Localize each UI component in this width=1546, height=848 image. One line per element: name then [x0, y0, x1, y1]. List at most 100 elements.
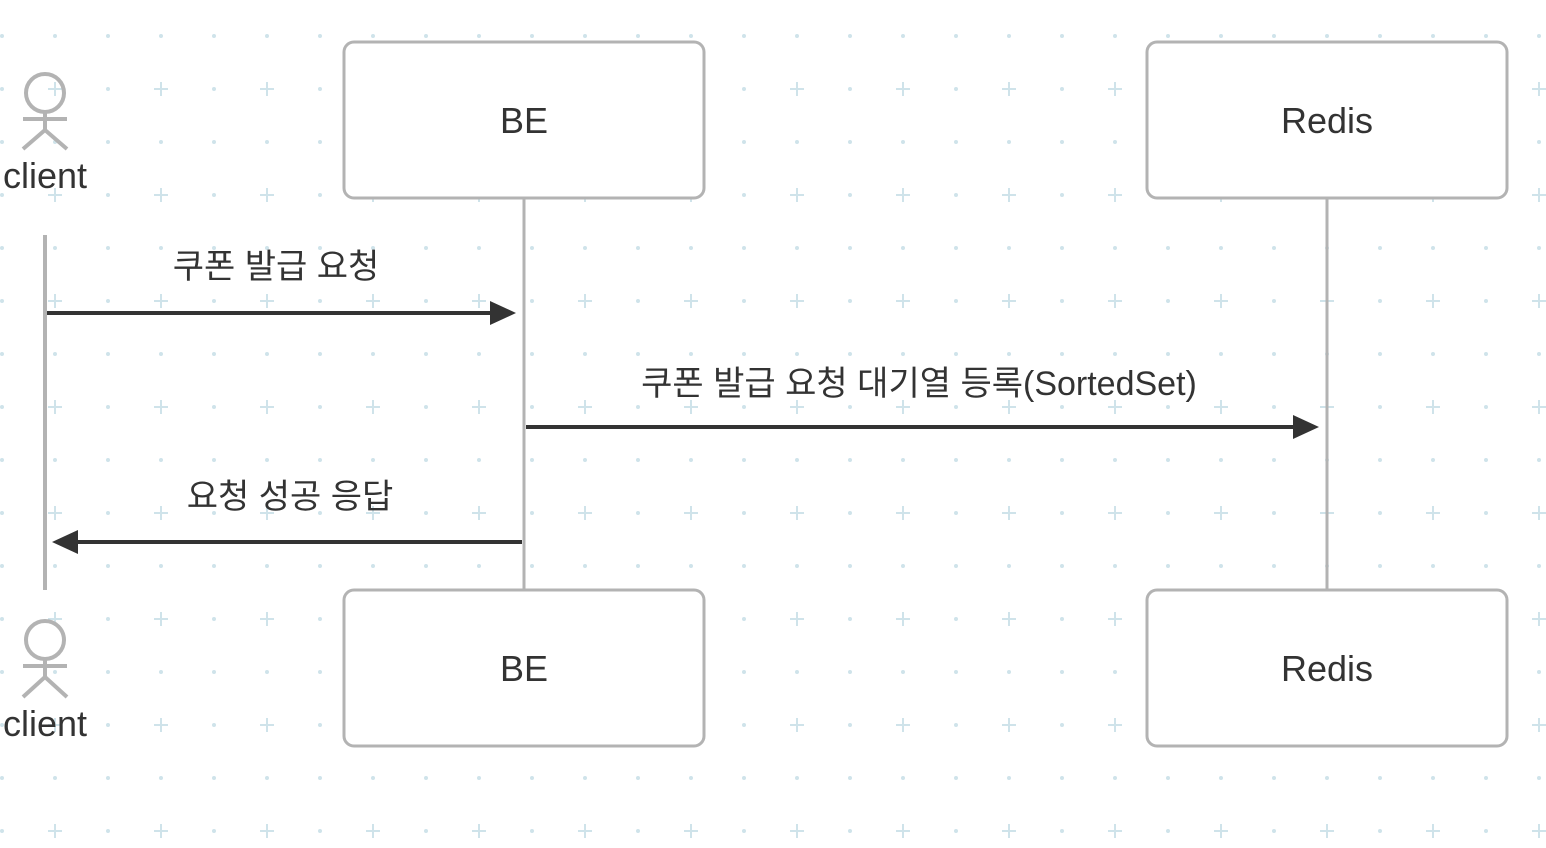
grid-dot — [1113, 458, 1117, 462]
participant-be-top[interactable]: BE — [342, 40, 706, 200]
grid-dot — [1484, 458, 1488, 462]
grid-dot — [0, 564, 4, 568]
participant-be-bottom-label: BE — [500, 648, 548, 689]
grid-dot — [106, 193, 110, 197]
grid-dot — [742, 140, 746, 144]
grid-dot — [424, 776, 428, 780]
grid-dot — [1060, 87, 1064, 91]
grid-dot — [1378, 458, 1382, 462]
actor-client-top[interactable]: client — [3, 72, 87, 196]
grid-plus — [1002, 82, 1016, 96]
grid-dot — [106, 776, 110, 780]
grid-dot — [1537, 140, 1541, 144]
grid-dot — [1113, 564, 1117, 568]
grid-plus — [260, 612, 274, 626]
grid-plus — [684, 506, 698, 520]
grid-dot — [159, 352, 163, 356]
grid-plus — [1108, 188, 1122, 202]
grid-plus — [154, 82, 168, 96]
grid-dot — [1060, 670, 1064, 674]
message-be-to-redis[interactable]: 쿠폰 발급 요청 대기열 등록(SortedSet) — [526, 365, 1319, 439]
grid-dot — [742, 617, 746, 621]
grid-dot — [371, 246, 375, 250]
grid-dot — [954, 246, 958, 250]
actor-client-bottom[interactable]: client — [3, 619, 87, 744]
grid-dot — [212, 670, 216, 674]
grid-dot — [212, 193, 216, 197]
grid-dot — [848, 458, 852, 462]
grid-dot — [1378, 511, 1382, 515]
grid-dot — [954, 299, 958, 303]
grid-dot — [1113, 34, 1117, 38]
message-label: 쿠폰 발급 요청 대기열 등록(SortedSet) — [641, 365, 1197, 403]
grid-plus — [896, 824, 910, 838]
grid-dot — [1378, 405, 1382, 409]
message-client-to-be[interactable]: 쿠폰 발급 요청 — [47, 248, 516, 325]
grid-dot — [424, 405, 428, 409]
grid-dot — [212, 458, 216, 462]
grid-dot — [636, 829, 640, 833]
participant-be-bottom[interactable]: BE — [342, 588, 706, 748]
grid-dot — [159, 246, 163, 250]
grid-dot — [1537, 34, 1541, 38]
grid-dot — [1484, 564, 1488, 568]
grid-dot — [530, 458, 534, 462]
grid-dot — [901, 34, 905, 38]
grid-dot — [848, 617, 852, 621]
grid-plus — [154, 188, 168, 202]
grid-dot — [212, 617, 216, 621]
message-be-to-client[interactable]: 요청 성공 응답 — [52, 478, 522, 554]
grid-plus — [472, 294, 486, 308]
grid-plus — [48, 400, 62, 414]
participant-redis-top[interactable]: Redis — [1145, 40, 1509, 200]
grid-dot — [0, 723, 4, 727]
grid-plus — [1108, 294, 1122, 308]
grid-dot — [848, 511, 852, 515]
grid-dot — [1007, 564, 1011, 568]
grid-dot — [1166, 405, 1170, 409]
grid-dot — [1484, 511, 1488, 515]
grid-dot — [106, 723, 110, 727]
participant-redis-bottom[interactable]: Redis — [1145, 588, 1509, 748]
grid-plus — [1002, 400, 1016, 414]
grid-dot — [424, 34, 428, 38]
grid-dot — [1537, 246, 1541, 250]
grid-dot — [530, 246, 534, 250]
grid-dot — [212, 405, 216, 409]
grid-dot — [1060, 776, 1064, 780]
grid-plus — [366, 506, 380, 520]
grid-plus — [1214, 506, 1228, 520]
grid-dot — [1060, 246, 1064, 250]
grid-dot — [1537, 458, 1541, 462]
grid-dot — [318, 193, 322, 197]
grid-dot — [742, 87, 746, 91]
participant-redis-bottom-label: Redis — [1281, 648, 1373, 689]
grid-dot — [636, 564, 640, 568]
grid-dot — [848, 34, 852, 38]
grid-dot — [424, 352, 428, 356]
grid-dot — [0, 458, 4, 462]
grid-plus — [896, 718, 910, 732]
grid-dot — [318, 723, 322, 727]
grid-plus — [1320, 824, 1334, 838]
grid-dot — [583, 34, 587, 38]
grid-plus — [154, 294, 168, 308]
grid-plus — [1426, 400, 1440, 414]
person-icon — [21, 72, 69, 151]
grid-dot — [1325, 776, 1329, 780]
grid-plus — [1002, 294, 1016, 308]
grid-dot — [742, 723, 746, 727]
grid-dot — [1060, 617, 1064, 621]
grid-dot — [583, 776, 587, 780]
grid-plus — [260, 82, 274, 96]
arrowhead-right-icon — [490, 301, 516, 325]
grid-plus — [1002, 188, 1016, 202]
message-label: 쿠폰 발급 요청 — [173, 248, 380, 286]
grid-dot — [689, 564, 693, 568]
grid-plus — [1108, 82, 1122, 96]
grid-dot — [848, 723, 852, 727]
grid-plus — [472, 506, 486, 520]
grid-dot — [795, 564, 799, 568]
grid-dot — [1007, 246, 1011, 250]
